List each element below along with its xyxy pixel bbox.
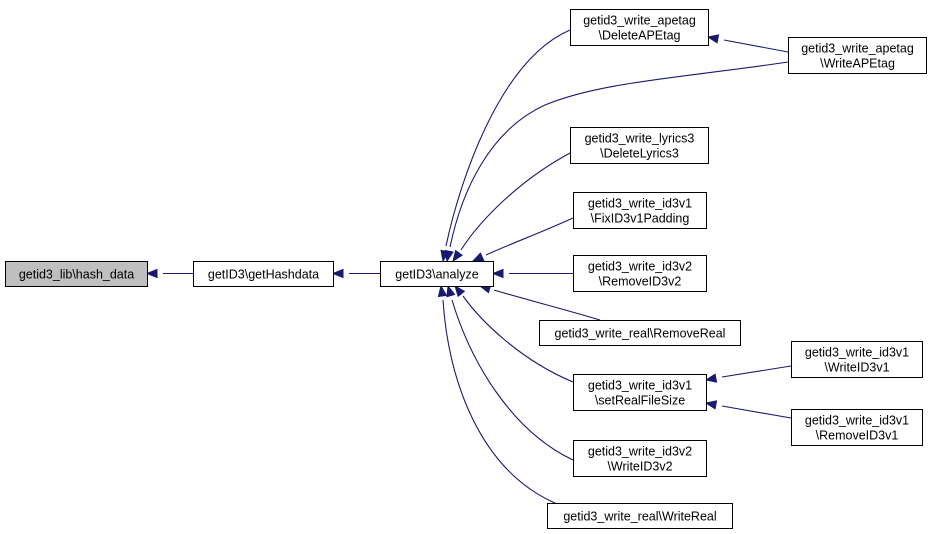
edge-analyze-to-getHashdata	[331, 268, 380, 279]
node-RemoveID3v2[interactable]: getid3_write_id3v2\RemoveID3v2	[573, 255, 707, 292]
arrowhead	[452, 249, 464, 263]
arrowhead	[454, 284, 466, 298]
edge-line	[460, 152, 571, 251]
edge-WriteAPEtag-to-DeleteAPEtag	[706, 34, 789, 53]
node-label: \WriteID3v1	[824, 361, 889, 375]
arrowhead	[704, 400, 718, 410]
edge-WriteAPEtag-to-analyze	[444, 61, 789, 263]
edge-DeleteLyrics3-to-analyze	[452, 152, 571, 263]
node-DeleteAPEtag[interactable]: getid3_write_apetag\DeleteAPEtag	[570, 9, 709, 46]
node-label: \FixID3v1Padding	[591, 212, 690, 226]
edge-line	[462, 295, 574, 383]
node-label: \RemoveID3v1	[816, 429, 899, 443]
node-label: getid3_write_lyrics3	[585, 132, 695, 146]
edge-line	[721, 365, 792, 378]
node-getHashdata[interactable]: getID3\getHashdata	[193, 261, 334, 287]
edge-FixID3v1Padding-to-analyze	[471, 217, 574, 262]
node-WriteAPEtag[interactable]: getid3_write_apetag\WriteAPEtag	[788, 37, 927, 74]
node-label: \setRealFileSize	[595, 394, 685, 408]
node-label: getID3\getHashdata	[208, 268, 319, 282]
edge-line	[451, 299, 574, 461]
edge-line	[723, 39, 789, 53]
node-label: getid3_write_id3v1	[805, 346, 909, 360]
edge-WriteID3v2-to-analyze	[446, 284, 574, 461]
node-label: getid3_write_id3v2	[588, 260, 692, 274]
node-box	[788, 37, 927, 74]
arrowhead	[444, 249, 454, 263]
node-label: \DeleteAPEtag	[599, 29, 681, 43]
node-label: getid3_write_id3v1	[805, 414, 909, 428]
node-FixID3v1Padding[interactable]: getid3_write_id3v1\FixID3v1Padding	[573, 192, 707, 229]
node-RemoveReal[interactable]: getid3_write_real\RemoveReal	[539, 320, 741, 346]
edge-setRealFileSize-to-analyze	[454, 284, 574, 383]
node-label: getid3_write_real\RemoveReal	[555, 327, 726, 341]
node-box	[573, 192, 707, 229]
node-label: getID3\analyze	[395, 268, 478, 282]
node-box	[547, 503, 733, 529]
node-label: getid3_write_id3v2	[588, 445, 692, 459]
node-label: getid3_write_id3v1	[588, 197, 692, 211]
edge-line	[449, 61, 789, 248]
arrowhead	[471, 252, 485, 262]
node-label: getid3_write_apetag	[801, 42, 914, 56]
node-RemoveID3v1[interactable]: getid3_write_id3v1\RemoveID3v1	[791, 409, 923, 446]
node-box	[539, 320, 741, 346]
node-label: \DeleteLyrics3	[600, 147, 679, 161]
node-label: getid3_write_real\WriteReal	[563, 510, 716, 524]
edge-WriteReal-to-analyze	[437, 284, 556, 504]
node-box	[573, 440, 707, 477]
node-DeleteLyrics3[interactable]: getid3_write_lyrics3\DeleteLyrics3	[570, 127, 709, 164]
node-box	[791, 341, 923, 378]
edge-line	[445, 29, 571, 247]
arrowhead	[446, 284, 456, 298]
node-WriteID3v1[interactable]: getid3_write_id3v1\WriteID3v1	[791, 341, 923, 378]
node-label: getid3_write_id3v1	[588, 379, 692, 393]
node-label: \WriteID3v2	[607, 460, 672, 474]
node-label: \RemoveID3v2	[599, 275, 682, 289]
edge-line	[485, 217, 574, 256]
edge-DeleteAPEtag-to-analyze	[440, 29, 571, 263]
node-box	[573, 374, 707, 411]
edges-layer	[145, 29, 792, 504]
node-analyze[interactable]: getID3\analyze	[380, 261, 494, 287]
arrowhead	[491, 268, 504, 279]
node-box	[573, 255, 707, 292]
node-setRealFileSize[interactable]: getid3_write_id3v1\setRealFileSize	[573, 374, 707, 411]
node-box	[5, 261, 148, 287]
node-box	[791, 409, 923, 446]
node-label: getid3_write_apetag	[583, 14, 696, 28]
node-WriteReal[interactable]: getid3_write_real\WriteReal	[547, 503, 733, 529]
arrowhead	[145, 268, 158, 279]
edge-line	[493, 289, 601, 321]
node-hash_data: getid3_lib\hash_data	[5, 261, 148, 287]
node-box	[193, 261, 334, 287]
node-label: getid3_lib\hash_data	[19, 268, 134, 282]
node-box	[380, 261, 494, 287]
arrowhead	[704, 373, 718, 383]
nodes-layer: getid3_lib\hash_data getID3\getHashdata ge…	[5, 9, 927, 529]
edge-RemoveID3v2-to-analyze	[491, 268, 573, 279]
edge-line	[721, 405, 792, 419]
edge-getHashdata-to-hash_data	[145, 268, 193, 279]
edge-WriteID3v1-to-setRealFileSize	[704, 365, 792, 383]
node-box	[570, 9, 709, 46]
arrowhead	[331, 268, 344, 279]
edge-line	[442, 299, 556, 504]
arrowhead	[706, 34, 720, 44]
node-label: \WriteAPEtag	[820, 57, 895, 71]
node-box	[570, 127, 709, 164]
arrowhead	[437, 284, 448, 298]
edge-RemoveID3v1-to-setRealFileSize	[704, 400, 792, 419]
node-WriteID3v2[interactable]: getid3_write_id3v2\WriteID3v2	[573, 440, 707, 477]
